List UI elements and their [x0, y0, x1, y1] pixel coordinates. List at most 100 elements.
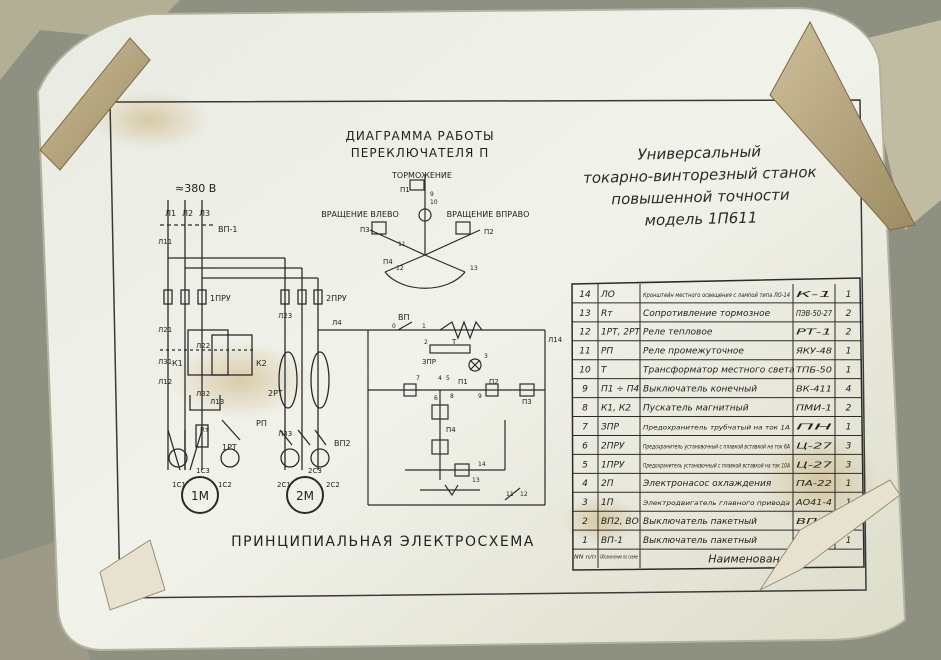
- table-cell-num: 4: [582, 479, 588, 489]
- motor-2-terminal: 2С3: [308, 467, 322, 475]
- table-cell-name: Кронштейн местного освещения с лампой ти…: [643, 292, 790, 299]
- table-cell-name: Предохранитель установочный с плавкой вс…: [643, 443, 790, 450]
- table-cell-code: РП: [601, 347, 613, 357]
- contactor-2-label: К2: [256, 359, 267, 368]
- switch-diagram-title: ДИАГРАММА РАБОТЫ ПЕРЕКЛЮЧАТЕЛЯ П: [345, 129, 493, 160]
- wire-number: 12: [520, 491, 528, 498]
- table-cell-name: Предохранитель установочный с плавкой вс…: [643, 462, 790, 469]
- switch-contact-label: 13: [470, 265, 478, 272]
- table-cell-qty: 4: [846, 385, 852, 395]
- line-label: Л23: [278, 312, 292, 320]
- table-cell-qty: 3: [846, 441, 852, 451]
- table-cell-num: 7: [582, 422, 588, 432]
- motor-1-terminal: 1С3: [196, 467, 210, 475]
- table-cell-num: 5: [582, 460, 588, 470]
- switch-contact-label: 12: [396, 265, 404, 272]
- switch-contact-label: П1: [400, 186, 410, 194]
- switch-label-braking: ТОРМОЖЕНИЕ: [391, 171, 452, 180]
- table-cell-qty: 1: [846, 479, 852, 489]
- phase-label: Л2: [182, 209, 193, 218]
- thermal-relay-2-label: 2РТ: [268, 389, 283, 398]
- drawing-frame: [109, 99, 867, 599]
- table-cell-code: ЛО: [600, 290, 615, 300]
- table-cell-name: Электронасос охлаждения: [642, 479, 772, 489]
- control-circuit: [318, 320, 546, 506]
- wire-number: 8: [450, 393, 454, 400]
- table-cell-type: Ц-27: [796, 460, 832, 469]
- table-cell-num: 10: [579, 366, 591, 376]
- control-fuse-label: 3ПР: [422, 358, 436, 366]
- table-cell-name: Трансформатор местного света: [643, 366, 795, 376]
- table-cell-code: 1РТ, 2РТ: [601, 328, 642, 338]
- motor-1-terminal: 1С1: [172, 481, 186, 489]
- table-cell-num: 11: [579, 347, 590, 357]
- line-label: Л12: [158, 378, 172, 386]
- table-cell-name: Сопротивление тормозное: [643, 309, 771, 319]
- main-switch-label: ВП-1: [218, 225, 237, 234]
- line-label: Л32: [196, 390, 210, 398]
- table-cell-code: Т: [601, 366, 608, 376]
- switch-diagram: [369, 175, 481, 289]
- title-line-1: Универсальный: [637, 142, 761, 163]
- motor-1: 1М: [181, 476, 219, 514]
- table-cell-code: 2ПРУ: [601, 441, 625, 451]
- line-label: Л14: [548, 336, 563, 344]
- motor-2-terminal: 2С2: [326, 481, 340, 489]
- table-cell-num: 8: [582, 403, 588, 413]
- table-cell-type: ЯКУ-48: [795, 347, 833, 356]
- table-cell-qty: 1: [846, 536, 852, 546]
- table-cell-qty: 2: [846, 328, 852, 338]
- table-cell-qty: 1: [846, 422, 852, 432]
- tape-bottom-right: [758, 479, 901, 592]
- table-cell-type: ТПБ-50: [796, 366, 832, 375]
- table-cell-type: Ц-27: [796, 441, 832, 450]
- table-cell-code: 2П: [601, 479, 614, 489]
- table-cell-qty: 1: [846, 366, 852, 376]
- table-cell-code: ЗПР: [601, 422, 620, 432]
- table-cell-name: Выключатель пакетный: [643, 517, 757, 527]
- switch-label-right: ВРАЩЕНИЕ ВПРАВО: [447, 210, 530, 219]
- wire-number: 0: [392, 323, 396, 330]
- brake-resistor-label: Rт: [200, 426, 209, 434]
- table-cell-num: 12: [579, 328, 591, 338]
- table-cell-name: Выключатель пакетный: [643, 536, 757, 546]
- table-cell-qty: 1: [846, 290, 852, 300]
- table-cell-name: Реле промежуточное: [643, 347, 744, 357]
- power-circuit: [160, 200, 330, 471]
- table-cell-type: ПМИ-1: [796, 403, 832, 412]
- table-cell-type: АО41-4: [795, 498, 833, 507]
- motor-1-terminal: 1С2: [218, 481, 232, 489]
- line-label: Л22: [196, 342, 210, 350]
- limit-switch-label: П1: [458, 378, 468, 386]
- table-cell-name: Реле тепловое: [643, 328, 713, 338]
- switch-contact-label: П3: [360, 226, 370, 234]
- wire-number: 14: [478, 461, 486, 468]
- table-cell-name: Предохранитель трубчатый на ток 1А: [643, 423, 790, 431]
- switch-contact-label: 11: [398, 241, 406, 248]
- table-cell-code: 1П: [601, 498, 614, 508]
- table-header-code: Обозначение по схеме: [600, 555, 638, 561]
- transformer-label: Т: [451, 338, 457, 346]
- table-cell-type: К-1: [796, 290, 832, 299]
- wire-number: 7: [416, 375, 420, 382]
- wire-number: 2: [424, 339, 428, 346]
- wire-number: 3: [484, 353, 488, 360]
- schematic-caption: ПРИНЦИПИАЛЬНАЯ ЭЛЕКТРОСХЕМА: [231, 534, 535, 550]
- wire-number: 4: [438, 375, 442, 382]
- supply-voltage: ≈380 В: [175, 182, 216, 195]
- relay-label: РП: [256, 419, 267, 428]
- table-cell-code: ВП2, ВО: [601, 517, 639, 527]
- paper-stain: [170, 340, 310, 420]
- limit-switch-label: П2: [489, 378, 499, 386]
- table-cell-code: Rт: [601, 309, 613, 319]
- line-label: Л21: [158, 326, 172, 334]
- title-line-4: модель 1П611: [644, 209, 757, 230]
- table-cell-qty: 1: [846, 347, 852, 357]
- paper-stain: [90, 90, 210, 150]
- switch-contact-label: П4: [383, 258, 393, 266]
- paper-stain: [560, 495, 640, 545]
- table-cell-num: 13: [579, 309, 591, 319]
- table-cell-type: ПА-22: [796, 479, 832, 488]
- table-cell-num: 6: [582, 441, 588, 451]
